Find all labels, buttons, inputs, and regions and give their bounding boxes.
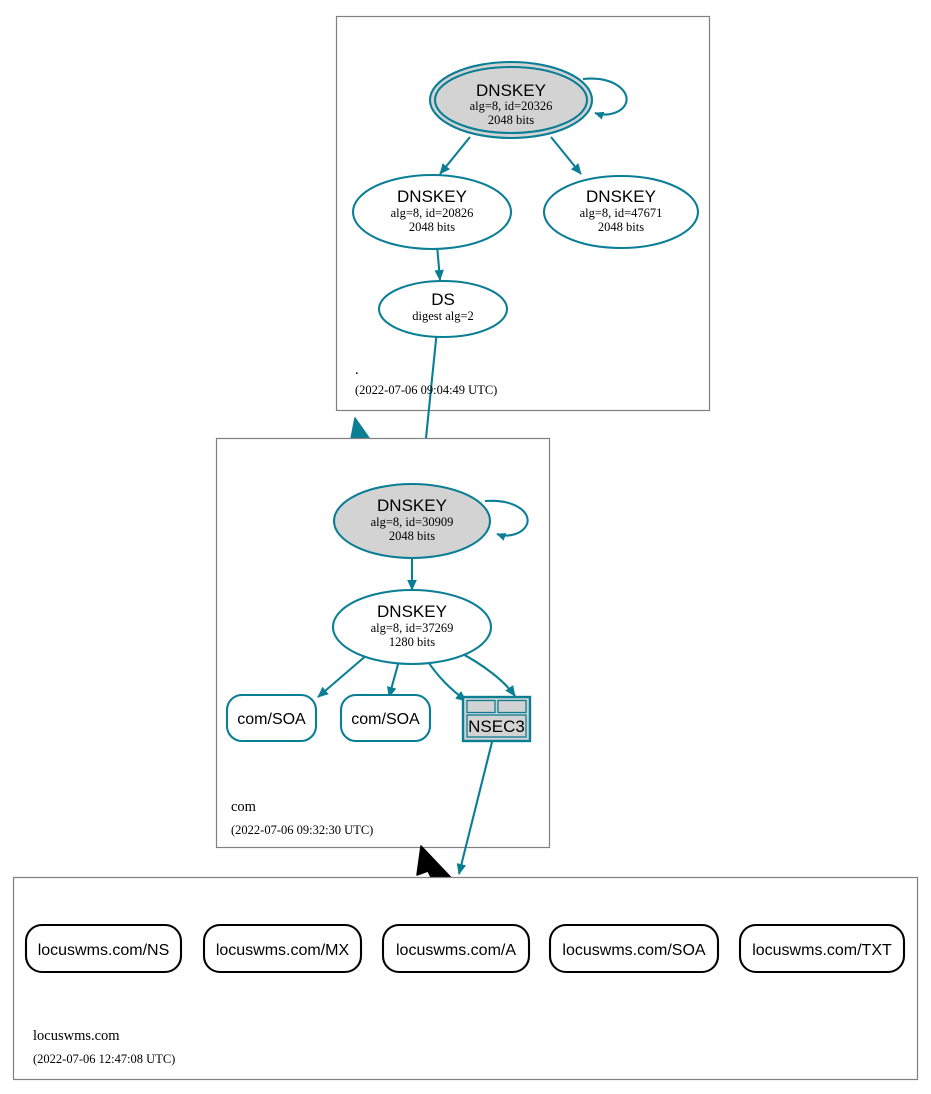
node-dnskey-30909-alg-id: alg=8, id=30909 — [371, 515, 454, 529]
node-dnskey-20326[interactable]: DNSKEY alg=8, id=20326 2048 bits — [428, 60, 594, 140]
node-dnskey-20826-shape — [351, 173, 513, 251]
node-ds-digest: digest alg=2 — [412, 309, 474, 323]
node-rrset-com-soa-1-shape — [225, 693, 318, 743]
node-rrset-com-soa-1[interactable]: com/SOA — [225, 693, 318, 743]
node-dnskey-47671-title: DNSKEY — [586, 187, 656, 206]
node-rrset-locuswms-soa[interactable]: locuswms.com/SOA — [548, 923, 720, 974]
node-nsec3-label-cell — [466, 714, 527, 738]
node-rrset-com-soa-1-label: com/SOA — [237, 711, 306, 728]
node-rrset-locuswms-ns-shape — [24, 923, 183, 974]
edge-root-20826-to-ds — [434, 244, 444, 281]
node-rrset-com-soa-2[interactable]: com/SOA — [339, 693, 432, 743]
node-rrset-locuswms-mx-shape — [202, 923, 363, 974]
node-rrset-locuswms-mx[interactable]: locuswms.com/MX — [202, 923, 363, 974]
zone-root-timestamp: (2022-07-06 09:04:49 UTC) — [355, 383, 497, 397]
node-dnskey-37269[interactable]: DNSKEY alg=8, id=37269 1280 bits — [331, 588, 493, 666]
zone-locuswms-timestamp: (2022-07-06 12:47:08 UTC) — [33, 1052, 175, 1066]
node-rrset-locuswms-mx-label: locuswms.com/MX — [216, 942, 350, 959]
node-dnskey-37269-alg-id: alg=8, id=37269 — [371, 621, 454, 635]
node-nsec3-label: NSEC3 — [468, 717, 525, 736]
node-dnskey-47671-shape — [542, 174, 700, 250]
node-nsec3-cell-left — [466, 699, 496, 714]
node-rrset-com-soa-2-shape — [339, 693, 432, 743]
zone-com: DNSKEY alg=8, id=30909 2048 bits DNSKEY … — [215, 437, 551, 875]
node-dnskey-37269-title: DNSKEY — [377, 602, 447, 621]
node-dnskey-20326-title: DNSKEY — [476, 81, 546, 100]
node-dnskey-47671-size: 2048 bits — [598, 220, 644, 234]
node-dnskey-30909[interactable]: DNSKEY alg=8, id=30909 2048 bits — [332, 482, 492, 560]
node-rrset-locuswms-soa-label: locuswms.com/SOA — [562, 942, 705, 959]
node-dnskey-30909-shape — [332, 482, 492, 560]
node-rrset-com-soa-2-label: com/SOA — [351, 711, 420, 728]
node-nsec3-cell-right — [497, 699, 527, 714]
zone-com-name: com — [231, 799, 257, 815]
edge-com-ksk-self-loop — [484, 499, 529, 541]
zone-root: DNSKEY alg=8, id=20326 2048 bits DNSKEY … — [335, 15, 711, 498]
node-ds-shape — [377, 279, 509, 339]
node-rrset-locuswms-txt-shape — [738, 923, 906, 974]
node-dnskey-37269-size: 1280 bits — [389, 635, 435, 649]
zone-locuswms: locuswms.com/NS locuswms.com/MX locuswms… — [12, 876, 919, 1081]
zone-root-name: . — [355, 362, 359, 378]
edge-root-ksk-to-47671 — [550, 136, 582, 175]
edge-root-ksk-to-20826 — [439, 136, 471, 175]
zone-locuswms-name: locuswms.com — [33, 1028, 120, 1044]
node-rrset-locuswms-a-shape — [381, 923, 531, 974]
node-nsec3[interactable]: NSEC3 — [461, 695, 532, 743]
node-rrset-locuswms-ns[interactable]: locuswms.com/NS — [24, 923, 183, 974]
node-dnskey-30909-title: DNSKEY — [377, 496, 447, 515]
node-ds-title: DS — [431, 290, 455, 309]
node-dnskey-20826[interactable]: DNSKEY alg=8, id=20826 2048 bits — [351, 173, 513, 251]
node-dnskey-37269-shape — [331, 588, 493, 666]
edge-com-nsec3-to-locuswms — [456, 741, 494, 875]
node-rrset-locuswms-txt-label: locuswms.com/TXT — [752, 942, 892, 959]
node-dnskey-20326-inner — [433, 65, 589, 135]
node-dnskey-30909-size: 2048 bits — [389, 529, 435, 543]
node-dnskey-20826-title: DNSKEY — [397, 187, 467, 206]
edge-root-ksk-self-loop — [582, 77, 628, 120]
node-dnskey-20326-size: 2048 bits — [488, 113, 534, 127]
node-dnskey-20326-alg-id: alg=8, id=20326 — [470, 99, 553, 113]
node-rrset-locuswms-soa-shape — [548, 923, 720, 974]
node-rrset-locuswms-ns-label: locuswms.com/NS — [38, 942, 170, 959]
node-rrset-locuswms-a-label: locuswms.com/A — [396, 942, 516, 959]
zone-com-timestamp: (2022-07-06 09:32:30 UTC) — [231, 823, 373, 837]
node-dnskey-47671[interactable]: DNSKEY alg=8, id=47671 2048 bits — [542, 174, 700, 250]
node-rrset-locuswms-a[interactable]: locuswms.com/A — [381, 923, 531, 974]
zone-locuswms-border — [12, 876, 919, 1081]
node-dnskey-20826-alg-id: alg=8, id=20826 — [391, 206, 474, 220]
node-dnskey-20826-size: 2048 bits — [409, 220, 455, 234]
edge-com-zsk-to-soa-1 — [317, 653, 369, 698]
node-rrset-locuswms-txt[interactable]: locuswms.com/TXT — [738, 923, 906, 974]
node-ds-digest-alg-2[interactable]: DS digest alg=2 — [377, 279, 509, 339]
node-dnskey-47671-alg-id: alg=8, id=47671 — [580, 206, 663, 220]
